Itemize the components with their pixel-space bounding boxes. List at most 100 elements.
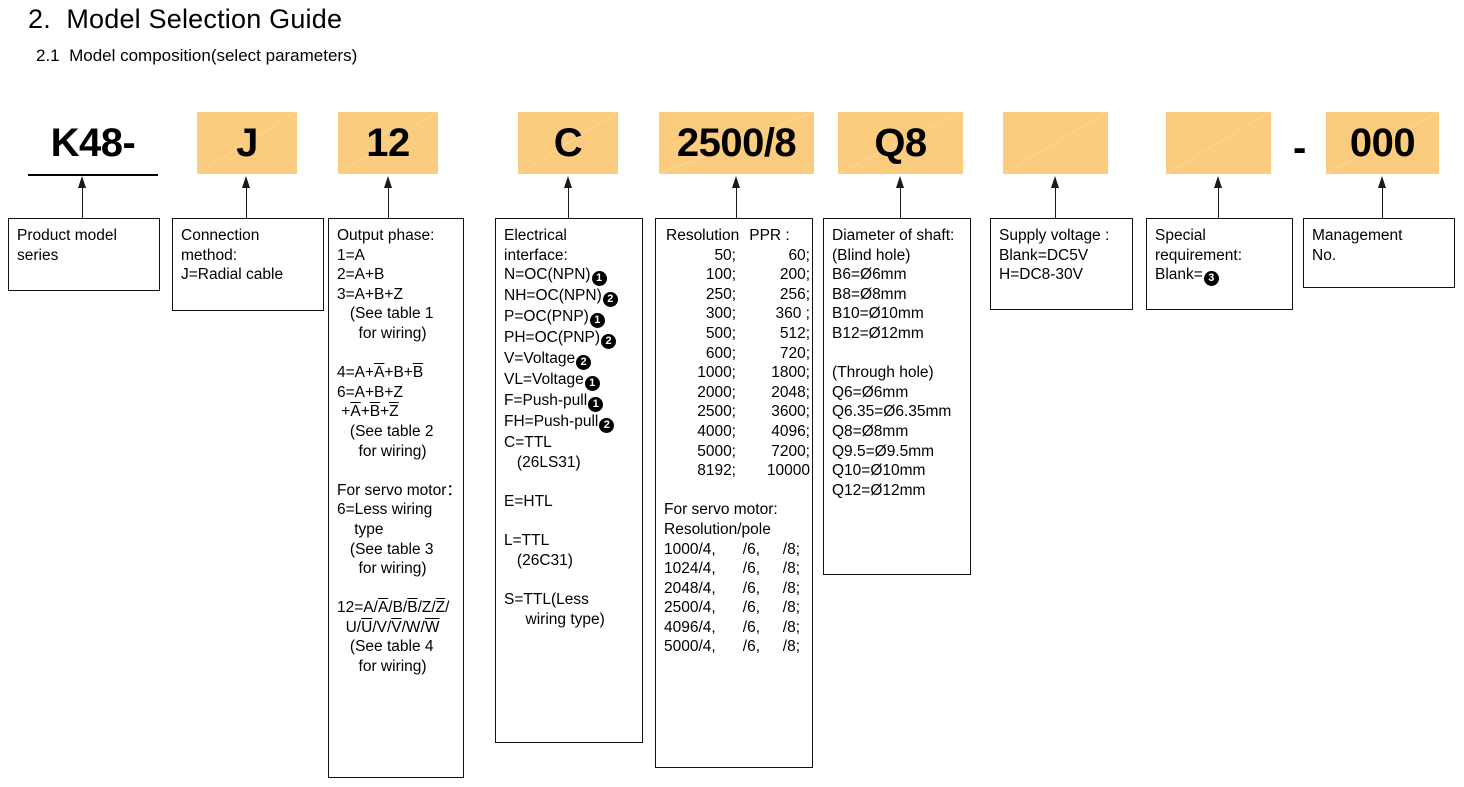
leader-line-special-requirement [1218,186,1219,218]
desc-line: Product model [17,227,117,244]
arrowhead-supply-voltage [1051,176,1059,188]
code-value-shaft-diameter: Q8 [874,120,927,165]
desc-line: requirement: [1155,246,1243,264]
desc-line: +A+B+Z [337,403,399,421]
overline-char: A [377,599,389,617]
ppr-value: 60; [788,246,810,264]
circled-number-2-icon: 2 [599,418,615,434]
code-value-resolution: 2500/8 [676,120,797,165]
code-cell-electrical-interface[interactable]: C [518,112,618,174]
resolution-table-row: 50; 60; [656,246,812,266]
servo-resolution-value: /6, [742,560,760,578]
resolution-value: 300; [705,305,736,323]
code-value-output-phase: 12 [366,120,410,165]
desc-line: (See table 4 [337,638,434,656]
resolution-table-row: 5000;7200; [656,442,812,462]
resolution-table-row: 100;200; [656,265,812,285]
resolution-value: 500; [705,324,736,342]
overline-char: B [412,364,424,382]
desc-line: U/U/V/V/W/W [337,618,440,636]
ppr-value: 720; [779,344,810,362]
servo-resolution-row: 5000/4,/6,/8; [656,637,812,657]
desc-line: Connection [181,227,260,244]
servo-resolution-value: /8; [782,599,800,617]
desc-line: E=HTL [504,492,553,510]
desc-line: interface: [504,246,568,264]
resolution-table-row: 2500;3600; [656,402,812,422]
desc-line: for wiring) [337,324,427,342]
desc-line [824,344,970,364]
resolution-value: 50; [714,246,736,264]
code-value-connection-method: J [236,120,258,165]
desc-line: B8=Ø8mm [832,285,907,303]
servo-resolution-value: 4096/4, [664,618,716,636]
servo-resolution-value: 2048/4, [664,579,716,597]
overline-char: A [374,364,385,382]
desc-line: series [17,246,59,264]
resolution-table-row: 600;720; [656,344,812,364]
desc-line: for wiring) [337,560,427,578]
desc-line: For servo motor: [664,501,778,519]
desc-line: J=Radial cable [181,266,284,284]
resolution-table-row: 300; 360 ; [656,304,812,324]
desc-line: 2=A+B [337,266,385,284]
code-cell-special-requirement[interactable] [1166,112,1271,174]
desc-line: Q8=Ø8mm [832,422,909,440]
code-cell-management-no[interactable]: 000 [1326,112,1439,174]
desc-line: Diameter of shaft: [832,227,955,244]
overline-char: W [424,618,440,636]
circled-number-2-icon: 2 [601,334,617,350]
leader-line-management-no [1382,186,1383,218]
code-cell-product-model-series[interactable]: K48- [28,112,158,176]
desc-line: 1=A [337,246,366,264]
ppr-value: PPR : [749,227,790,244]
leader-line-shaft-diameter [900,186,901,218]
desc-line: H=DC8-30V [999,266,1083,284]
code-value-product-model-series: K48- [50,120,136,165]
code-cell-connection-method[interactable]: J [197,112,297,174]
resolution-table-row: 8192;10000 [656,461,812,481]
servo-resolution-value: /8; [782,560,800,578]
code-cell-supply-voltage[interactable] [1003,112,1108,174]
code-cell-resolution[interactable]: 2500/8 [659,112,814,174]
arrowhead-shaft-diameter [896,176,904,188]
overline-char: Z [389,403,399,421]
desc-line: C=TTL [504,434,552,452]
code-cell-output-phase[interactable]: 12 [338,112,438,174]
leader-line-electrical-interface [568,186,569,218]
resolution-table-row: 500;512; [656,324,812,344]
overline-char: Z [435,599,446,617]
desc-line: NH=OC(NPN)2 [496,286,642,308]
desc-line: B12=Ø12mm [832,324,924,342]
desc-line: S=TTL(Less [504,590,589,608]
servo-resolution-row: 1024/4,/6,/8; [656,559,812,579]
leader-line-product-model-series [82,186,83,218]
leader-line-output-phase [388,186,389,218]
resolution-value: 100; [705,266,736,284]
desc-line: PH=OC(PNP)2 [496,328,642,350]
desc-line: Supply voltage : [999,227,1110,244]
desc-line: Q6=Ø6mm [832,383,909,401]
ppr-value: 10000 [766,462,810,480]
resolution-value: 1000; [697,364,736,382]
desc-line [329,461,463,481]
leader-line-supply-voltage [1055,186,1056,218]
section-subtitle: 2.1 Model composition(select parameters) [36,46,358,65]
desc-line: 6=A+B+Z [337,383,403,401]
desc-line: 3=A+B+Z [337,285,403,303]
resolution-value: 250; [705,285,736,303]
desc-box-management-no: Management No. [1303,218,1455,288]
desc-line: (See table 1 [337,305,434,323]
resolution-table-row: 1000;1800; [656,363,812,383]
arrowhead-electrical-interface [564,176,572,188]
overline-char: V [391,618,402,636]
ppr-value: 3600; [771,403,810,421]
code-cell-shaft-diameter[interactable]: Q8 [838,112,963,174]
circled-number-2-icon: 2 [576,355,592,371]
desc-line: (26C31) [504,551,573,569]
servo-resolution-value: 2500/4, [664,599,716,617]
overline-char: A [350,403,361,421]
ppr-value: 360 ; [775,305,810,323]
